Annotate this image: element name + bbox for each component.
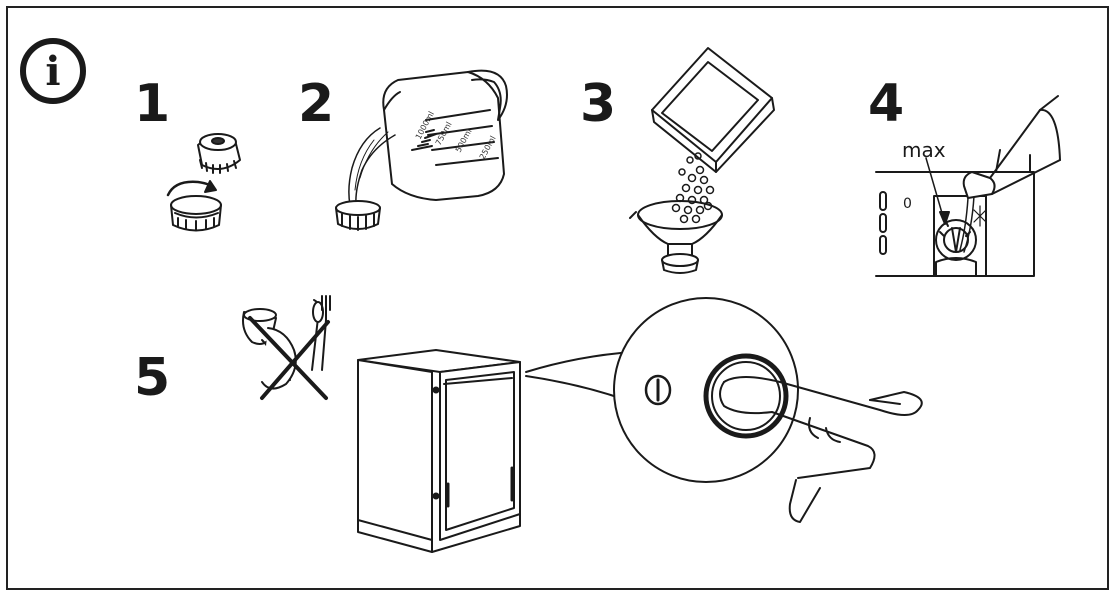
panel-zero-symbol: 0: [903, 196, 912, 212]
step-number-2: 2: [298, 74, 335, 134]
salt-cap-unscrew-icon: [166, 133, 241, 232]
salt-box-funnel-icon: [629, 47, 775, 274]
step-number-1: 1: [134, 74, 171, 134]
step-number-5: 5: [134, 348, 171, 408]
info-icon: i: [20, 38, 86, 104]
dishwasher-icon: [357, 349, 521, 553]
info-glyph: i: [45, 48, 61, 95]
dispenser-max-label: max: [902, 138, 946, 162]
no-dishes-icon: [242, 295, 331, 400]
step-number-4: 4: [868, 74, 905, 134]
water-jug-pour-icon: 1000ml 750ml 500ml 250ml: [335, 69, 508, 231]
rinse-aid-dispenser-icon: 0: [875, 95, 1061, 277]
instruction-frame: [6, 6, 1109, 590]
power-button-closeup-icon: [525, 297, 923, 523]
step-number-3: 3: [580, 74, 617, 134]
